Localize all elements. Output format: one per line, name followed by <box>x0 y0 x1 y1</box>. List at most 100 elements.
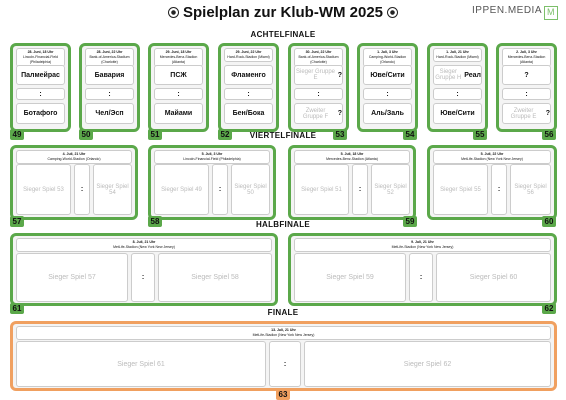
match-number-badge: 52 <box>218 129 232 140</box>
home-slot[interactable]: Sieger Spiel 61 <box>16 341 266 387</box>
away-slot[interactable]: Zweiter Gruppe E ? <box>502 103 551 124</box>
away-team: Майами <box>164 110 193 117</box>
match-number-badge: 56 <box>542 129 556 140</box>
match-number-badge: 57 <box>10 216 24 227</box>
match-number-badge: 61 <box>10 303 24 314</box>
away-slot[interactable]: Zweiter Gruppe F ? <box>294 103 343 124</box>
page-title: Spielplan zur Klub-WM 2025 <box>0 4 566 21</box>
score-separator: : <box>491 164 507 215</box>
match-date: 1. Juli, 3 Uhr <box>377 50 398 54</box>
away-slot[interactable]: Майами <box>154 103 203 124</box>
home-slot[interactable]: ПСЖ <box>154 65 203 85</box>
match-number-badge: 49 <box>10 129 24 140</box>
match-venue: Bank-of-America-Stadium (Charlotte) <box>298 55 339 64</box>
match-venue: Camping-World-Stadion (Orlando) <box>47 157 101 161</box>
match-date: 9. Juli, 21 Uhr <box>411 240 434 244</box>
match-date: 30. Juni, 22 Uhr <box>305 50 332 54</box>
match-date: 5. Juli, 3 Uhr <box>201 152 223 156</box>
home-slot[interactable]: Sieger Spiel 51 <box>294 164 349 215</box>
away-slot[interactable]: Sieger Spiel 58 <box>158 253 272 302</box>
home-slot[interactable]: Sieger Gruppe E ? <box>294 65 343 85</box>
home-slot[interactable]: ? <box>502 65 551 85</box>
home-slot[interactable]: Sieger Spiel 57 <box>16 253 128 302</box>
home-slot[interactable]: Юве/Сити <box>363 65 412 85</box>
score-separator: : <box>131 253 155 302</box>
away-slot[interactable]: Sieger Spiel 54 <box>93 164 132 215</box>
away-slot[interactable]: Sieger Spiel 50 <box>231 164 270 215</box>
home-team: Фламенго <box>231 71 266 79</box>
away-slot[interactable]: Аль/Заль <box>363 103 412 124</box>
home-slot[interactable]: Sieger Spiel 49 <box>154 164 209 215</box>
home-team: ПСЖ <box>170 71 187 79</box>
away-slot[interactable]: Ботафого <box>16 103 65 124</box>
home-slot[interactable]: Sieger Gruppe H Реал <box>433 65 482 85</box>
match-date: 1. Juli, 21 Uhr <box>446 50 469 54</box>
section-final: FINALE <box>267 308 299 317</box>
home-slot[interactable]: Фламенго <box>224 65 273 85</box>
score-separator: : <box>154 88 203 100</box>
match-date: 2. Juli, 3 Uhr <box>516 50 537 54</box>
section-r16: ACHTELFINALE <box>250 30 316 39</box>
match-date: 5. Juli, 22 Uhr <box>480 152 504 156</box>
home-team: Реал <box>464 71 481 79</box>
match-number-badge: 50 <box>79 129 93 140</box>
home-team: Юве/Сити <box>370 71 405 79</box>
match-number-badge: 60 <box>542 216 556 227</box>
match-date: 5. Juli, 18 Uhr <box>340 152 364 156</box>
soccer-ball-icon <box>387 7 399 18</box>
away-slot[interactable]: Юве/Сити <box>433 103 482 124</box>
match-venue: Camping-World-Stadion (Orlando) <box>368 55 407 64</box>
home-team: Палмейрас <box>21 71 60 79</box>
soccer-ball-icon <box>167 7 179 18</box>
score-separator: : <box>85 88 134 100</box>
title-text: Spielplan zur Klub-WM 2025 <box>182 4 384 21</box>
score-separator: : <box>409 253 433 302</box>
away-slot[interactable]: Sieger Spiel 60 <box>436 253 551 302</box>
away-slot[interactable]: Sieger Spiel 56 <box>510 164 551 215</box>
away-slot[interactable]: Чел/Эсп <box>85 103 134 124</box>
match-venue: MetLife-Stadion (New York New Jersey) <box>113 245 175 249</box>
home-slot[interactable]: Sieger Spiel 53 <box>16 164 71 215</box>
away-placeholder: Zweiter Gruppe E <box>510 107 537 120</box>
score-separator: : <box>224 88 273 100</box>
home-placeholder: Sieger Gruppe H <box>435 69 462 81</box>
score-separator: : <box>269 341 301 387</box>
away-slot[interactable]: Sieger Spiel 62 <box>304 341 551 387</box>
home-team: Бавария <box>94 71 125 79</box>
match-venue: MetLife-Stadion (New York New Jersey) <box>461 157 523 161</box>
home-team: ? <box>524 71 529 79</box>
away-team: Чел/Эсп <box>95 110 124 117</box>
away-slot[interactable]: Бен/Бока <box>224 103 273 124</box>
section-sf: HALBFINALE <box>255 220 311 229</box>
away-slot[interactable]: Sieger Spiel 52 <box>371 164 410 215</box>
score-separator: : <box>352 164 368 215</box>
score-separator: : <box>502 88 551 100</box>
home-slot[interactable]: Бавария <box>85 65 134 85</box>
match-number-badge: 53 <box>333 129 347 140</box>
home-slot[interactable]: Sieger Spiel 55 <box>433 164 488 215</box>
away-placeholder: Zweiter Gruppe F <box>302 107 329 120</box>
away-team: ? <box>545 110 550 117</box>
home-slot[interactable]: Sieger Spiel 59 <box>294 253 406 302</box>
score-separator: : <box>212 164 228 215</box>
brand-name: IPPEN.MEDIA <box>472 5 542 16</box>
section-qf: VIERTELFINALE <box>249 131 317 140</box>
score-separator: : <box>363 88 412 100</box>
home-slot[interactable]: Палмейрас <box>16 65 65 85</box>
